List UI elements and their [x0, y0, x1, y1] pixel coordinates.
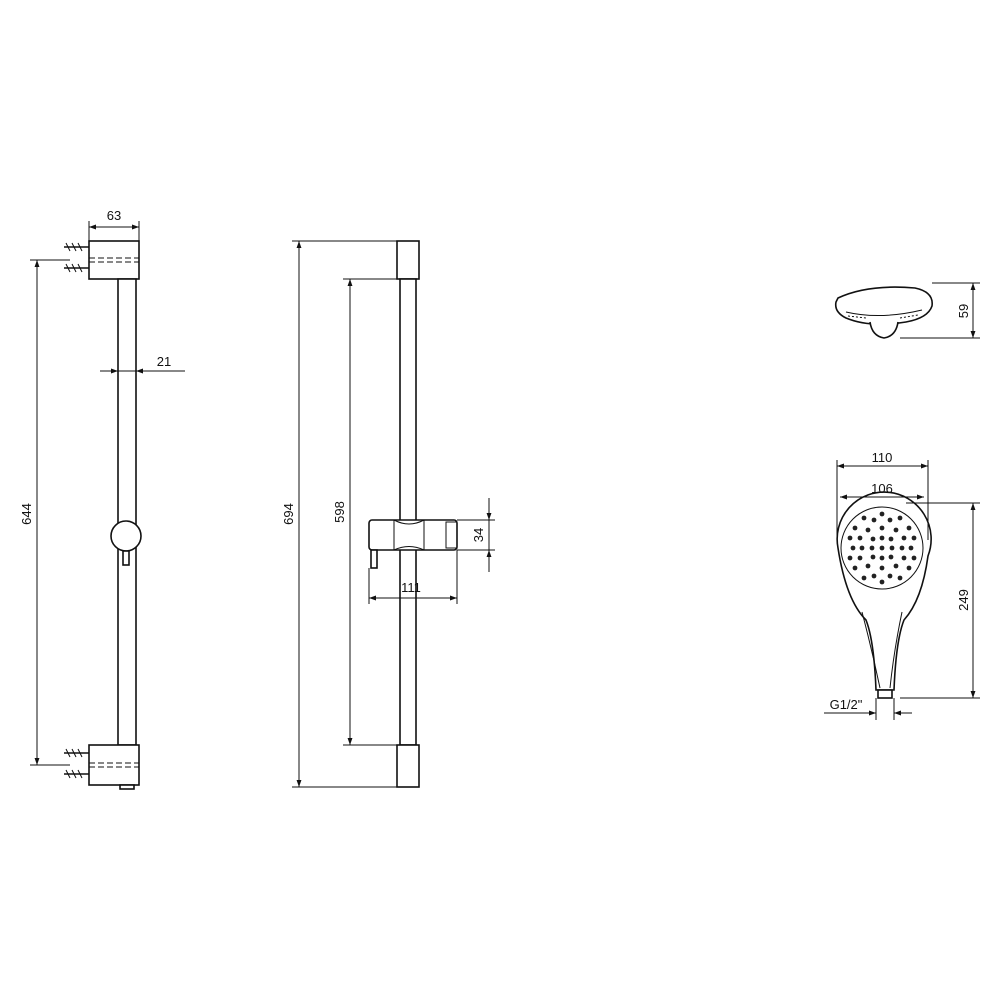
handshower-front-view: 110 106 249 G1/2" [824, 450, 980, 720]
dim-label: 21 [157, 354, 171, 369]
dim-slider-height: 34 [457, 498, 495, 572]
dim-label: 694 [281, 503, 296, 525]
wall-screw-icon [64, 242, 89, 273]
dim-label: 598 [332, 501, 347, 523]
dim-bracket-spacing: 644 [19, 259, 70, 766]
dim-head-width-inner: 106 [840, 481, 924, 500]
dim-label: G1/2" [830, 697, 863, 712]
rail-front-view: 694 598 34 111 [281, 240, 495, 788]
dim-label: 644 [19, 503, 34, 525]
dim-bracket-depth: 63 [88, 208, 140, 241]
dim-head-width-outer: 110 [836, 450, 929, 540]
dim-total-height: 694 [281, 240, 397, 788]
top-cap [396, 240, 420, 280]
dim-thread: G1/2" [824, 697, 912, 720]
dim-rail-diameter: 21 [100, 354, 185, 374]
rail-tube [399, 278, 417, 746]
top-bracket [64, 240, 140, 280]
dim-label: 34 [471, 528, 486, 542]
dim-label: 106 [871, 481, 893, 496]
dim-handset-length: 249 [900, 502, 980, 699]
handshower-side-view: 59 [834, 282, 980, 339]
dim-label: 249 [956, 589, 971, 611]
dim-head-thickness: 59 [900, 282, 980, 339]
spray-holes [847, 511, 917, 585]
dim-label: 111 [401, 580, 421, 595]
bottom-cap [396, 744, 420, 788]
rail-tube [117, 278, 137, 746]
rail-side-view: 63 21 644 [19, 208, 185, 790]
dim-label: 63 [107, 208, 121, 223]
dim-label: 110 [872, 450, 893, 465]
slider-knob [110, 520, 142, 566]
bottom-bracket [64, 744, 140, 790]
slider-holder [368, 519, 458, 569]
dim-slider-depth: 111 [368, 550, 458, 604]
dim-label: 59 [956, 304, 971, 318]
dim-rail-length: 598 [332, 278, 400, 746]
wall-screw-icon [64, 748, 89, 779]
